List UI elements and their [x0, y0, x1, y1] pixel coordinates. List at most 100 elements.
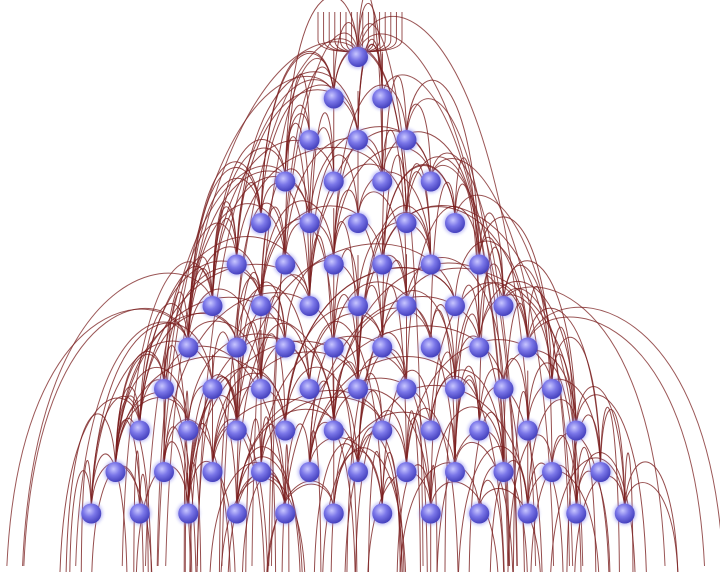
ball-trajectory: [357, 205, 432, 384]
peg-node: [346, 211, 370, 235]
peg-node: [249, 377, 273, 401]
peg-node: [346, 128, 370, 152]
peg-node: [225, 502, 249, 525]
peg-node: [322, 253, 346, 276]
peg-node: [176, 336, 200, 359]
ball-trajectory: [209, 461, 286, 572]
ball-trajectory: [454, 442, 514, 572]
peg-node: [249, 460, 273, 484]
ball-trajectory: [236, 446, 301, 572]
ball-trajectory: [144, 165, 286, 567]
ball-trajectory: [309, 127, 335, 218]
peg-node: [249, 294, 273, 318]
ball-trajectory: [260, 205, 383, 301]
peg-node: [225, 419, 249, 442]
ball-trajectory: [156, 222, 238, 567]
ball-trajectory: [266, 483, 335, 572]
ball-trajectory: [600, 409, 626, 508]
peg-node: [395, 460, 418, 484]
ball-trajectory: [284, 0, 359, 176]
ball-trajectory: [354, 410, 407, 572]
ball-trajectory: [381, 369, 432, 508]
ball-trajectory: [430, 181, 456, 342]
ball-trajectory: [236, 272, 262, 425]
ball-trajectory: [212, 206, 238, 301]
ball-trajectory: [115, 386, 141, 467]
ball-trajectory: [260, 295, 286, 384]
peg-node: [467, 253, 491, 276]
peg-node: [298, 294, 321, 318]
peg-node: [395, 294, 418, 318]
ball-trajectory: [550, 457, 626, 572]
ball-trajectory: [236, 202, 286, 342]
peg-node: [589, 460, 612, 484]
ball-trajectory: [212, 139, 335, 301]
ball-trajectory: [503, 302, 529, 467]
peg-node: [346, 377, 370, 401]
peg-node: [298, 128, 321, 152]
ball-trajectory: [260, 396, 383, 467]
bundle-strand: [328, 12, 359, 53]
ball-trajectory: [187, 340, 359, 508]
ball-trajectory: [357, 284, 383, 384]
peg-node: [273, 502, 297, 525]
ball-trajectory: [357, 171, 432, 259]
ball-trajectory: [163, 441, 191, 572]
ball-trajectory: [187, 161, 262, 342]
ball-trajectory: [503, 264, 570, 567]
ball-trajectory: [187, 462, 202, 572]
peg-node: [298, 211, 321, 235]
ball-trajectory: [165, 41, 359, 567]
ball-trajectory: [527, 399, 577, 508]
peg-node: [467, 419, 491, 442]
ball-trajectory: [236, 281, 286, 425]
peg-node: [176, 502, 200, 525]
peg-node: [467, 502, 491, 525]
peg-node: [370, 253, 394, 276]
ball-trajectory: [6, 308, 189, 567]
ball-trajectory: [527, 470, 600, 572]
ball-trajectory: [139, 236, 310, 425]
peg-node: [225, 253, 249, 276]
ball-trajectory: [309, 356, 456, 467]
ball-trajectory: [406, 257, 504, 384]
ball-trajectory: [260, 206, 286, 301]
peg-node: [322, 170, 346, 193]
ball-trajectory: [212, 372, 286, 467]
ball-trajectory: [430, 351, 456, 508]
ball-trajectory: [575, 394, 647, 572]
ball-trajectory: [333, 189, 359, 259]
ball-trajectory: [503, 286, 666, 567]
ball-trajectory: [90, 395, 141, 508]
ball-trajectory: [430, 375, 505, 572]
ball-trajectory: [309, 380, 335, 467]
ball-trajectory: [163, 267, 262, 384]
ball-trajectory: [458, 445, 529, 572]
ball-trajectory: [90, 322, 213, 508]
ball-trajectory: [527, 362, 577, 508]
ball-trajectory: [357, 332, 407, 467]
peg-node: [419, 502, 443, 525]
ball-trajectory: [212, 385, 286, 467]
ball-trajectory: [236, 351, 359, 425]
ball-trajectory: [313, 443, 359, 572]
ball-trajectory: [575, 386, 626, 508]
ball-trajectory: [90, 453, 128, 572]
ball-trajectory: [575, 451, 636, 572]
peg-node: [346, 45, 370, 69]
peg-node: [128, 419, 152, 442]
ball-trajectory: [624, 482, 679, 572]
ball-trajectory: [260, 84, 359, 218]
ball-trajectory: [575, 446, 597, 572]
ball-trajectory: [503, 260, 577, 425]
ball-trajectory: [430, 157, 555, 567]
peg-node: [419, 336, 443, 359]
ball-trajectory: [115, 419, 144, 572]
peg-node: [322, 87, 346, 110]
ball-trajectory: [454, 240, 529, 342]
ball-trajectory: [69, 470, 92, 572]
ball-trajectory: [551, 336, 601, 467]
ball-trajectory: [322, 450, 383, 572]
peg-node: [322, 502, 346, 525]
peg-node: [419, 419, 443, 442]
